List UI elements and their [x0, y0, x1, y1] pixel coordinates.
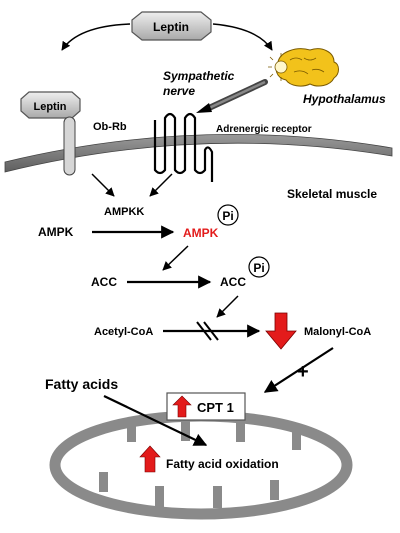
ob-rb-label: Ob-Rb [93, 121, 127, 133]
malonyl-to-cpt1-arrow [263, 347, 334, 393]
acetyl-coa-label: Acetyl-CoA [94, 326, 153, 338]
adrenergic-receptor [153, 112, 214, 182]
sympathetic-label-line2: nerve [163, 84, 195, 98]
ampk-to-acc-arrow [162, 245, 189, 271]
fatty-acid-oxidation-label: Fatty acid oxidation [166, 457, 279, 471]
inhibition-bar-2 [203, 321, 219, 341]
ob-rb-receptor [63, 116, 76, 176]
skeletal-muscle-label: Skeletal muscle [287, 187, 377, 201]
phosphate-icon: Pi [217, 204, 239, 226]
acc-to-conversion-arrow [216, 295, 239, 318]
receptor-to-ampkk-arrow [149, 173, 173, 197]
cpt1-box: CPT 1 [166, 392, 246, 421]
phosphate-label-2: Pi [253, 261, 264, 275]
leptin-left-label: Leptin [34, 101, 67, 113]
up-arrow-icon [139, 445, 161, 473]
brain-icon [268, 48, 339, 87]
phosphate-icon: Pi [248, 256, 270, 278]
malonyl-coa-label: Malonyl-CoA [304, 326, 371, 338]
cpt1-label: CPT 1 [197, 400, 234, 415]
hypothalamus-label: Hypothalamus [303, 92, 386, 106]
leptin-right-curve-arrow [212, 23, 273, 51]
leptin-top-box: Leptin [131, 11, 212, 41]
sympathetic-label-line1: Sympathetic [163, 69, 235, 83]
down-arrow-icon [265, 312, 297, 350]
inhibition-bar-1 [196, 321, 212, 341]
phosphorylated-acc-label: ACC [220, 275, 246, 289]
adrenergic-receptor-label: Adrenergic receptor [216, 124, 312, 135]
fatty-acids-to-oxidation-arrow [103, 395, 208, 446]
leptin-left-curve-arrow [61, 23, 131, 51]
cell-membrane [4, 134, 393, 173]
fatty-acids-label: Fatty acids [45, 376, 118, 392]
phosphate-label-1: Pi [222, 209, 233, 223]
leptin-left-box: Leptin [20, 91, 81, 119]
leptin-top-label: Leptin [153, 20, 189, 34]
mitochondrial-cristae [99, 419, 301, 508]
plus-sign: + [297, 361, 309, 383]
syringe-icon [196, 79, 268, 113]
acc-label: ACC [91, 275, 117, 289]
phosphorylated-ampk-label: AMPK [183, 226, 219, 240]
ob-rb-to-ampkk-arrow [91, 173, 115, 197]
ampkk-label: AMPKK [104, 206, 144, 218]
up-arrow-icon [172, 395, 192, 418]
ampk-label: AMPK [38, 225, 74, 239]
